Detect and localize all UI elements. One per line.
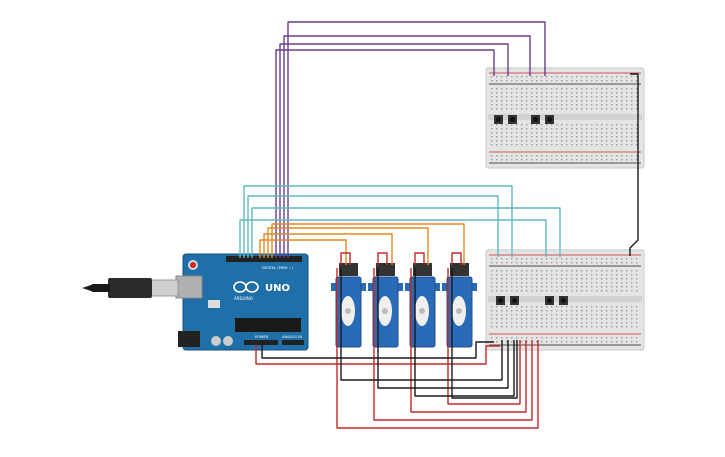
wire-black[interactable] (377, 268, 509, 389)
power-header[interactable] (244, 340, 278, 345)
servo-motor-1[interactable] (331, 263, 366, 348)
pushbutton-icon[interactable] (559, 296, 568, 305)
pushbutton-icon[interactable] (545, 296, 554, 305)
wire-red[interactable] (410, 268, 527, 413)
wire-orange[interactable] (267, 227, 429, 265)
servo-motor-4[interactable] (442, 263, 477, 348)
wire-purple[interactable] (279, 43, 509, 258)
board-brand: UNO (265, 283, 290, 294)
pushbutton-icon[interactable] (545, 115, 554, 124)
wire-black[interactable] (261, 341, 494, 359)
pushbutton-icon[interactable] (496, 296, 505, 305)
usb-cable-icon[interactable] (82, 278, 179, 298)
wire-red[interactable] (447, 268, 521, 405)
reset-button[interactable] (190, 262, 196, 268)
infinity-logo-icon (233, 281, 259, 293)
board-maker: ARDUINO (234, 296, 253, 301)
pushbutton-icon[interactable] (508, 115, 517, 124)
servo-motor-2[interactable] (368, 263, 403, 348)
analog-header[interactable] (282, 340, 304, 345)
power-label: POWER (255, 335, 269, 339)
wire-black[interactable] (414, 268, 515, 397)
wire-teal[interactable] (243, 185, 513, 258)
atmega-chip (235, 318, 301, 332)
wire-purple[interactable] (287, 21, 546, 258)
wire-red[interactable] (255, 345, 500, 365)
digital-header[interactable] (226, 256, 302, 262)
breadboard-top[interactable] (485, 67, 645, 169)
arduino-board[interactable]: UNO ARDUINO DIGITAL (PWM ~) POWER ANALOG… (175, 253, 309, 351)
wire-red[interactable] (373, 268, 533, 421)
pushbutton-icon[interactable] (510, 296, 519, 305)
wire-teal[interactable] (251, 207, 561, 258)
wire-purple[interactable] (275, 49, 495, 258)
servo-motor-3[interactable] (405, 263, 440, 348)
wire-black[interactable] (451, 268, 518, 399)
digital-label: DIGITAL (PWM ~) (262, 266, 294, 270)
pushbutton-icon[interactable] (531, 115, 540, 124)
wire-black[interactable] (340, 268, 503, 381)
wire-orange[interactable] (271, 223, 465, 265)
wire-black[interactable] (629, 73, 639, 256)
wire-red[interactable] (336, 268, 539, 429)
wire-teal[interactable] (239, 219, 547, 258)
wire-teal[interactable] (247, 195, 499, 258)
wire-purple[interactable] (283, 35, 531, 258)
wire-orange[interactable] (263, 233, 393, 265)
analog-label: ANALOG IN (282, 335, 302, 339)
pushbutton-icon[interactable] (494, 115, 503, 124)
